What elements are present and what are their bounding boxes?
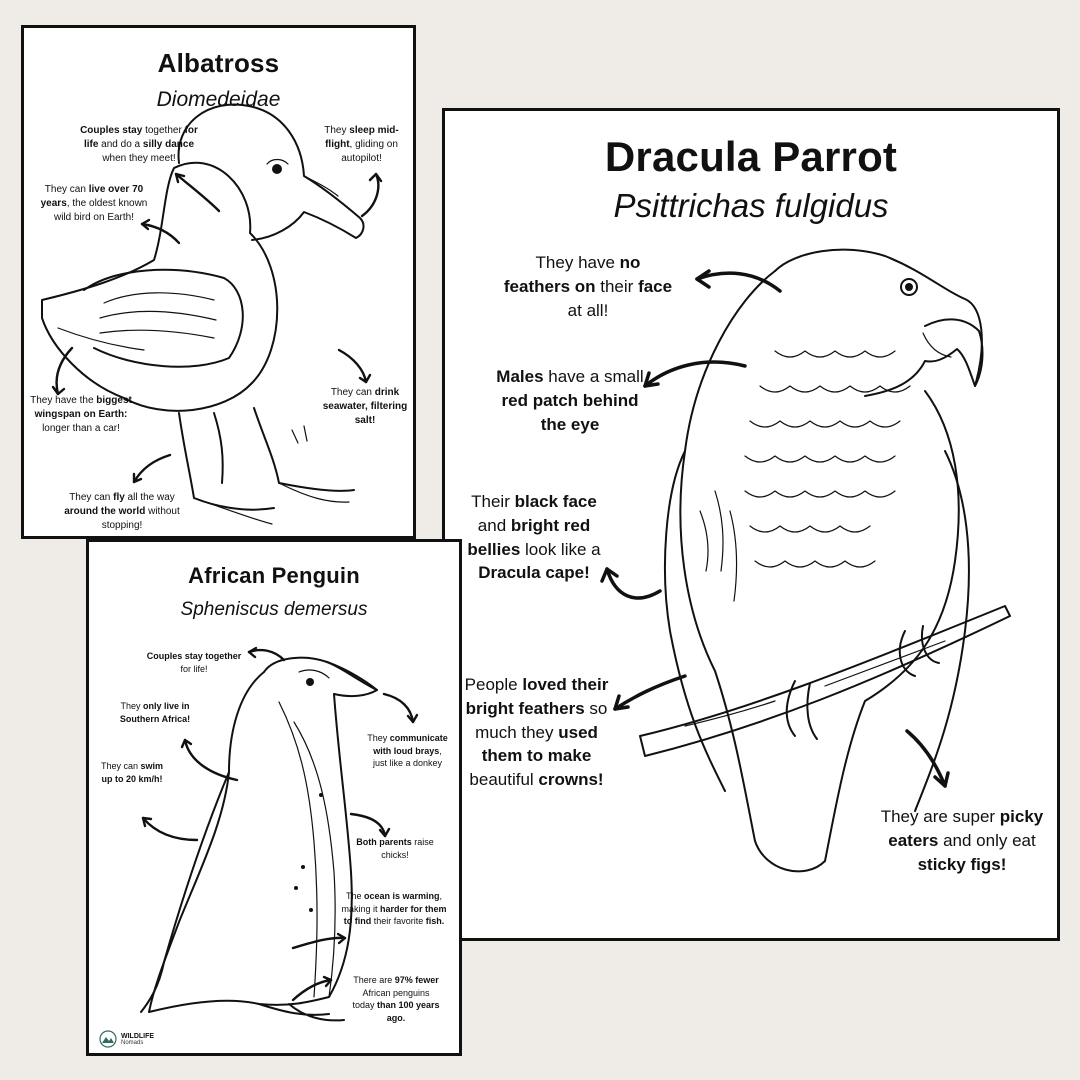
african-penguin-card: African Penguin Spheniscus demersus Coup… — [86, 539, 462, 1056]
parrot-fact-males: Males have a small red patch behind the … — [496, 367, 644, 434]
parrot-latin-name: Psittrichas fulgidus — [613, 187, 889, 224]
wildlife-nomads-logo: WILDLIFE Nomads — [99, 1030, 154, 1048]
penguin-fact-decline: There are 97% fewer African penguins tod… — [352, 975, 440, 1023]
parrot-fact-figs: They are super picky eaters and only eat… — [880, 807, 1044, 874]
logo-mountain-icon — [99, 1030, 117, 1048]
parrot-title: Dracula Parrot — [604, 133, 898, 180]
parrot-fact-cape: Their black face and bright red bellies … — [467, 492, 601, 583]
albatross-fact-fly: They can fly all the way around the worl… — [64, 492, 180, 531]
dracula-parrot-card: Dracula Parrot Psittrichas fulgidus — [442, 108, 1060, 941]
penguin-fact-ocean: The ocean is warming, making it harder f… — [341, 891, 447, 927]
penguin-fact-southern-africa: They only live in Southern Africa! — [119, 701, 191, 724]
albatross-title: Albatross — [157, 48, 280, 78]
albatross-fact-sleep: They sleep mid-flight, gliding on autopi… — [324, 125, 399, 164]
albatross-fact-lifespan: They can live over 70 years, the oldest … — [40, 184, 148, 223]
penguin-fact-couples: Couples stay together for life! — [146, 651, 242, 674]
penguin-title: African Penguin — [188, 563, 360, 588]
parrot-fact-crowns: People loved their bright feathers so mu… — [464, 675, 609, 790]
albatross-card: Albatross Diomedeidae Couples stay toget… — [21, 25, 416, 539]
logo-line-1: WILDLIFE — [121, 1032, 155, 1040]
penguin-fact-brays: They communicate with loud brays, just l… — [367, 733, 448, 769]
penguin-fact-parents: Both parents raise chicks! — [356, 837, 434, 860]
logo-line-2: Nomads — [121, 1039, 144, 1046]
albatross-fact-couples: Couples stay together for life and do a … — [80, 125, 198, 164]
penguin-illustration — [140, 646, 419, 1022]
parrot-illustration — [600, 248, 1011, 873]
albatross-fact-seawater: They can drink seawater, filtering salt! — [322, 387, 408, 426]
albatross-fact-wingspan: They have the biggest wingspan on Earth:… — [30, 395, 132, 434]
penguin-latin-name: Spheniscus demersus — [180, 599, 368, 620]
albatross-illustration — [41, 103, 383, 525]
parrot-fact-face: They have no feathers on their face at a… — [503, 253, 673, 320]
penguin-fact-swim: They can swim up to 20 km/h! — [100, 761, 164, 784]
